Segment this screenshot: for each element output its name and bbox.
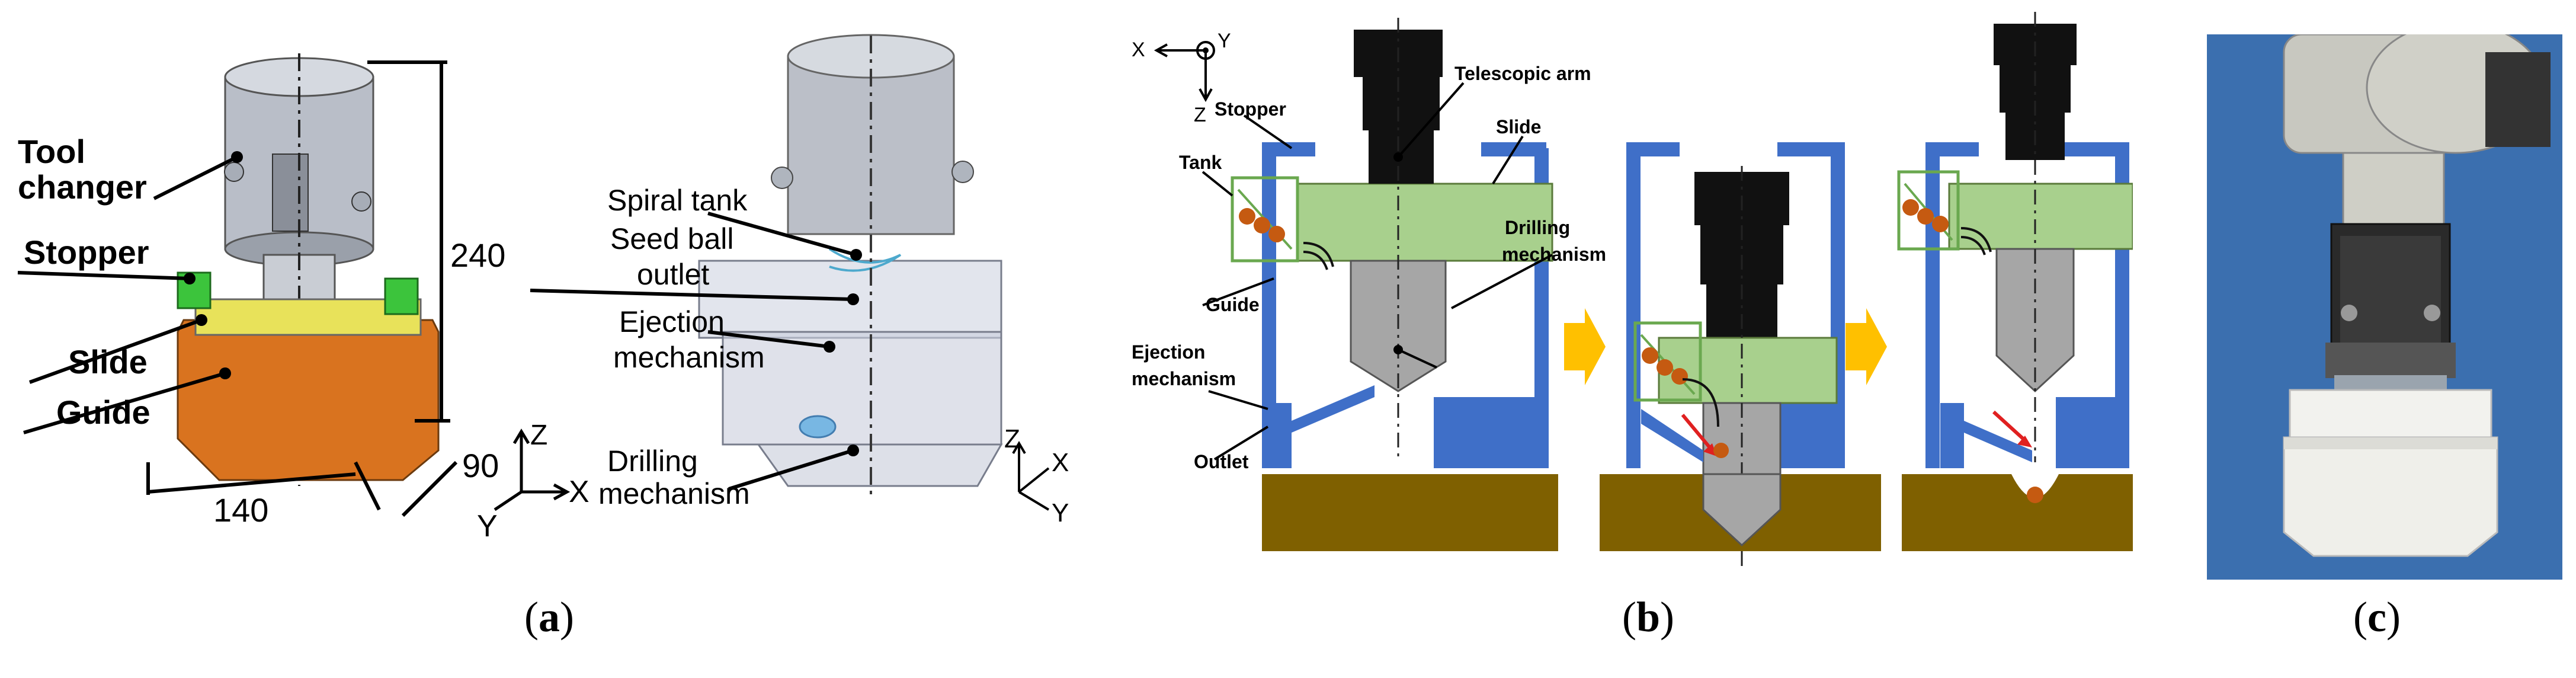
label-guide-b: Guide (1206, 294, 1260, 315)
label-ejection-2: mechanism (613, 341, 765, 374)
leader-lines-a-right (530, 212, 857, 491)
label-guide: Guide (56, 394, 150, 431)
state-2 (1600, 142, 1881, 569)
dimension-lines (146, 60, 458, 517)
label-tool-changer-2: changer (18, 168, 147, 206)
label-ejection-b-2: mechanism (1132, 368, 1236, 389)
leader-dots-a-right (824, 249, 862, 456)
axis-x-a2: X (1052, 448, 1069, 477)
axis-y-a2: Y (1052, 498, 1069, 527)
label-seed-ball-1: Seed ball (610, 222, 734, 255)
label-spiral-tank: Spiral tank (607, 184, 748, 217)
axes-a-right (1012, 441, 1050, 511)
label-drilling-b-1: Drilling (1505, 217, 1570, 238)
label-stopper: Stopper (24, 234, 149, 271)
label-outlet: Outlet (1194, 451, 1249, 472)
axes-a-left (494, 428, 571, 511)
arrow-2 (1846, 308, 1887, 385)
label-slide-b: Slide (1496, 116, 1541, 137)
panel-b: X Y Z Sto (1132, 12, 2133, 569)
axis-z-a2: Z (1004, 424, 1020, 453)
label-ejection-b-1: Ejection (1132, 341, 1205, 363)
caption-a: (a) (524, 593, 574, 641)
state-3 (1897, 12, 2133, 551)
leader-lines-b (1202, 82, 1553, 460)
label-tank: Tank (1179, 152, 1222, 173)
caption-c: (c) (2353, 593, 2401, 641)
axis-x-a1: X (569, 475, 589, 509)
label-drilling-2: mechanism (598, 477, 750, 510)
label-drilling-b-2: mechanism (1502, 244, 1606, 265)
axis-y-b: Y (1217, 30, 1231, 52)
axes-b (1154, 41, 1215, 103)
leader-dots-a (184, 151, 243, 379)
slide-block (194, 298, 422, 336)
label-slide: Slide (68, 343, 148, 380)
arrow-1 (1564, 308, 1606, 385)
label-tool-changer-1: Tool (18, 133, 85, 170)
panel-c-photo (2207, 34, 2562, 580)
state-1 (1231, 18, 1558, 551)
leader-dots-b (1393, 152, 1403, 354)
label-telescopic-arm: Telescopic arm (1454, 63, 1591, 84)
tool-changer-model (224, 53, 374, 486)
axis-x-b: X (1132, 39, 1145, 61)
dim-width: 140 (213, 491, 268, 529)
caption-b: (b) (1622, 593, 1675, 641)
label-stopper-b: Stopper (1215, 98, 1286, 120)
label-ejection-1: Ejection (619, 305, 725, 338)
transparent-model (698, 34, 1003, 498)
label-seed-ball-2: outlet (637, 258, 709, 291)
panel-a: Tool changer Stopper Slide Guide 240 140… (17, 34, 1069, 543)
dim-depth: 90 (462, 447, 499, 484)
axis-z-a1: Z (530, 420, 547, 451)
axis-y-a1: Y (477, 509, 498, 543)
dim-height: 240 (450, 236, 505, 274)
label-drilling-1: Drilling (607, 444, 698, 478)
guide-block (177, 319, 440, 481)
leader-lines-a (17, 155, 238, 434)
axis-z-b: Z (1194, 104, 1206, 126)
